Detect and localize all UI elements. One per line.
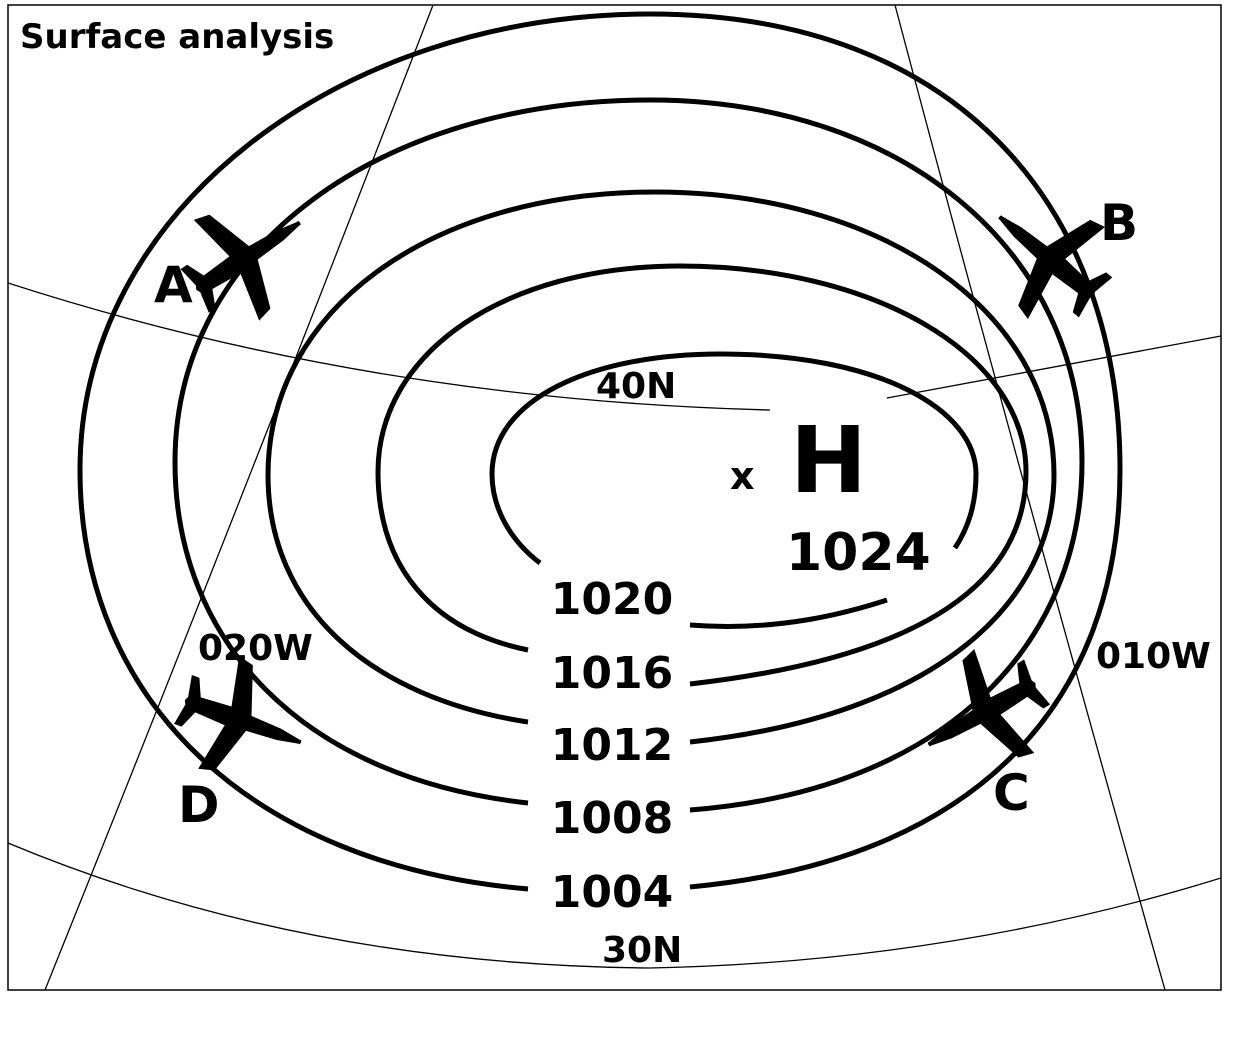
aircraft-c: C (898, 630, 1068, 822)
chart-title: Surface analysis (20, 17, 334, 57)
high-pressure-value: 1024 (786, 523, 931, 583)
high-pressure-symbol: H (790, 407, 867, 514)
latitude-label-30n: 30N (602, 930, 682, 971)
aircraft-label-a: A (154, 256, 193, 314)
isobar-1020 (489, 351, 979, 565)
aircraft-label-c: C (993, 764, 1030, 822)
isobar-1020-lower (689, 597, 888, 629)
isobar-labels: 1020 1016 1012 1008 1004 (551, 574, 673, 918)
longitude-label-020w: 020W (198, 628, 313, 669)
isobar-1004 (77, 11, 1123, 892)
isobar-label-1012: 1012 (551, 720, 673, 771)
latitude-label-40n: 40N (596, 366, 676, 407)
isobar-label-1016: 1016 (551, 648, 673, 699)
isobar-1016 (375, 263, 1029, 687)
aircraft-label-d: D (178, 776, 220, 834)
isobar-1012 (265, 189, 1057, 745)
isobar-1008 (172, 97, 1085, 813)
latitude-line-30n (8, 842, 1221, 969)
aircraft-label-b: B (1100, 194, 1138, 252)
high-center-marker: x (730, 454, 755, 498)
longitude-line-010w (894, 5, 1166, 990)
isobar-label-1008: 1008 (551, 793, 673, 844)
chart-frame (7, 4, 1222, 991)
aircraft-d: D (162, 643, 322, 834)
longitude-line-020w (44, 5, 434, 990)
isobar-label-1004: 1004 (551, 867, 673, 918)
isobar-label-1020: 1020 (551, 574, 673, 625)
aircraft-b: B (960, 170, 1138, 344)
longitude-label-010w: 010W (1096, 636, 1211, 677)
isobars (77, 11, 1123, 892)
aircraft-a: A (154, 172, 333, 342)
